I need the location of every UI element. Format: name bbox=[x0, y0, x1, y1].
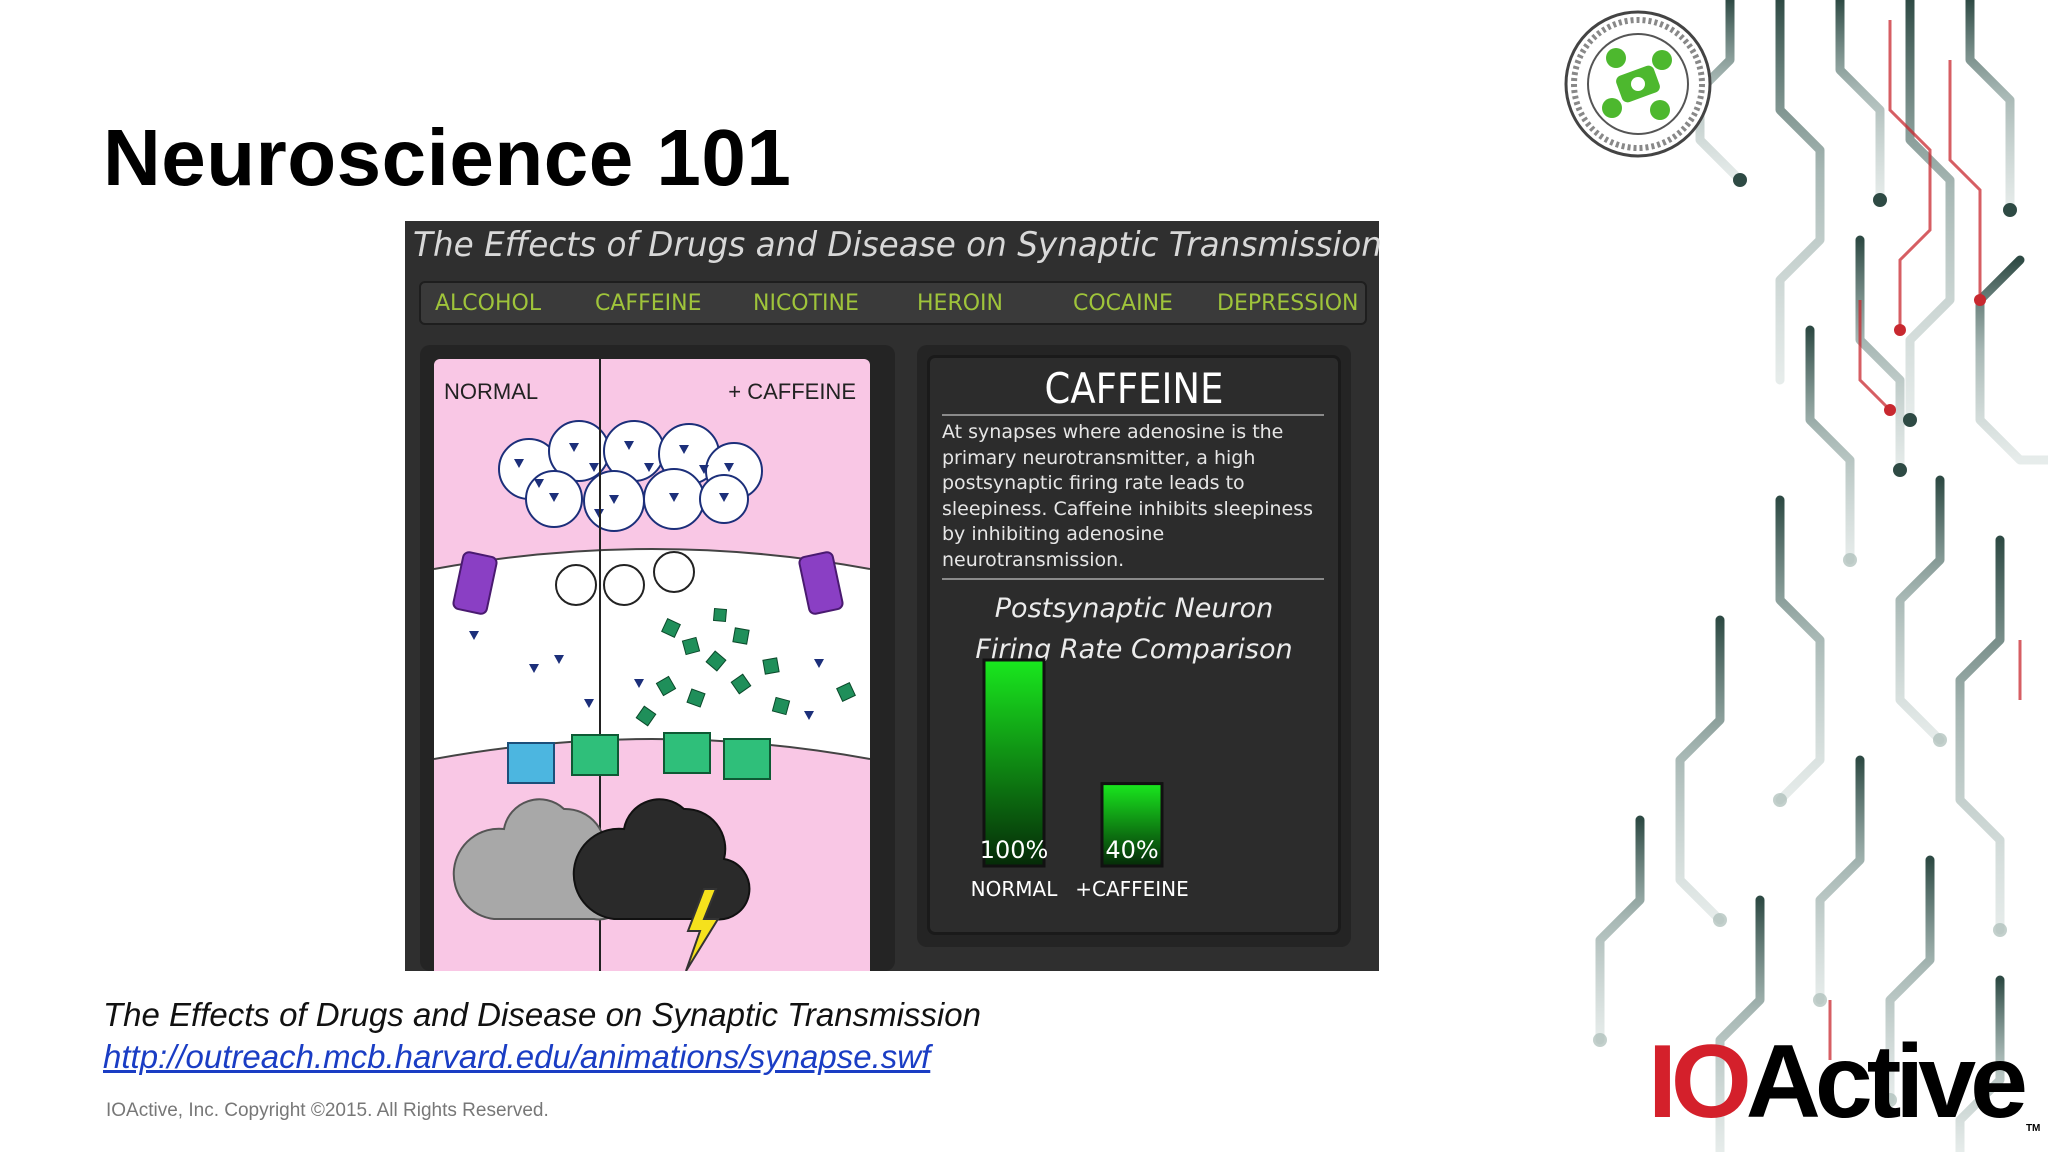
drug-description: At synapses where adenosine is the prima… bbox=[942, 421, 1314, 571]
tab-cocaine[interactable]: COCAINE bbox=[1073, 291, 1173, 316]
source-link[interactable]: http://outreach.mcb.harvard.edu/animatio… bbox=[103, 1038, 931, 1075]
bar-value-label: 40% bbox=[1105, 836, 1158, 864]
tab-heroin[interactable]: HEROIN bbox=[917, 291, 1003, 316]
brand-trademark: TM bbox=[2025, 1123, 2041, 1134]
event-seal-logo bbox=[1564, 10, 1712, 158]
bar-caffeine bbox=[1100, 782, 1164, 868]
tab-alcohol[interactable]: ALCOHOL bbox=[435, 291, 542, 316]
tab-depression[interactable]: DEPRESSION bbox=[1217, 291, 1359, 316]
tab-caffeine[interactable]: CAFFEINE bbox=[595, 291, 702, 316]
normal-label: NORMAL bbox=[444, 379, 539, 404]
copyright-notice: IOActive, Inc. Copyright ©2015. All Righ… bbox=[106, 1100, 549, 1121]
bar-category-label: +CAFFEINE bbox=[1075, 877, 1189, 901]
info-panel: CAFFEINE At synapses where adenosine is … bbox=[917, 345, 1351, 947]
synapse-illustration bbox=[434, 359, 870, 971]
text-divider bbox=[942, 578, 1324, 580]
info-card: CAFFEINE At synapses where adenosine is … bbox=[927, 355, 1341, 935]
bar-value-label: 100% bbox=[980, 836, 1049, 864]
chart-title-line-1: Postsynaptic Neuron bbox=[994, 593, 1274, 624]
brand-active: Active bbox=[1745, 1024, 2028, 1140]
firing-rate-bar-chart: 100% NORMAL 40% +CAFFEINE bbox=[971, 658, 1189, 901]
title-divider bbox=[942, 414, 1324, 416]
drug-tab-bar: ALCOHOL CAFFEINE NICOTINE HEROIN COCAINE… bbox=[419, 281, 1367, 325]
slide-title: Neuroscience 101 bbox=[103, 113, 792, 202]
bar-normal bbox=[982, 658, 1046, 868]
drug-title: CAFFEINE bbox=[1044, 364, 1224, 413]
caffeine-label: + CAFFEINE bbox=[728, 379, 856, 404]
synapse-diagram: NORMAL + CAFFEINE bbox=[434, 359, 870, 971]
synapse-panel: NORMAL + CAFFEINE bbox=[420, 345, 895, 971]
image-caption: The Effects of Drugs and Disease on Syna… bbox=[103, 996, 981, 1033]
brand-io: IO bbox=[1648, 1024, 1752, 1140]
circuit-board-decoration bbox=[1593, 0, 2048, 1152]
synapse-animation-screenshot: The Effects of Drugs and Disease on Syna… bbox=[405, 221, 1382, 971]
bar-category-label: NORMAL bbox=[971, 877, 1059, 901]
animation-title: The Effects of Drugs and Disease on Syna… bbox=[413, 225, 1382, 265]
tab-nicotine[interactable]: NICOTINE bbox=[753, 291, 859, 316]
